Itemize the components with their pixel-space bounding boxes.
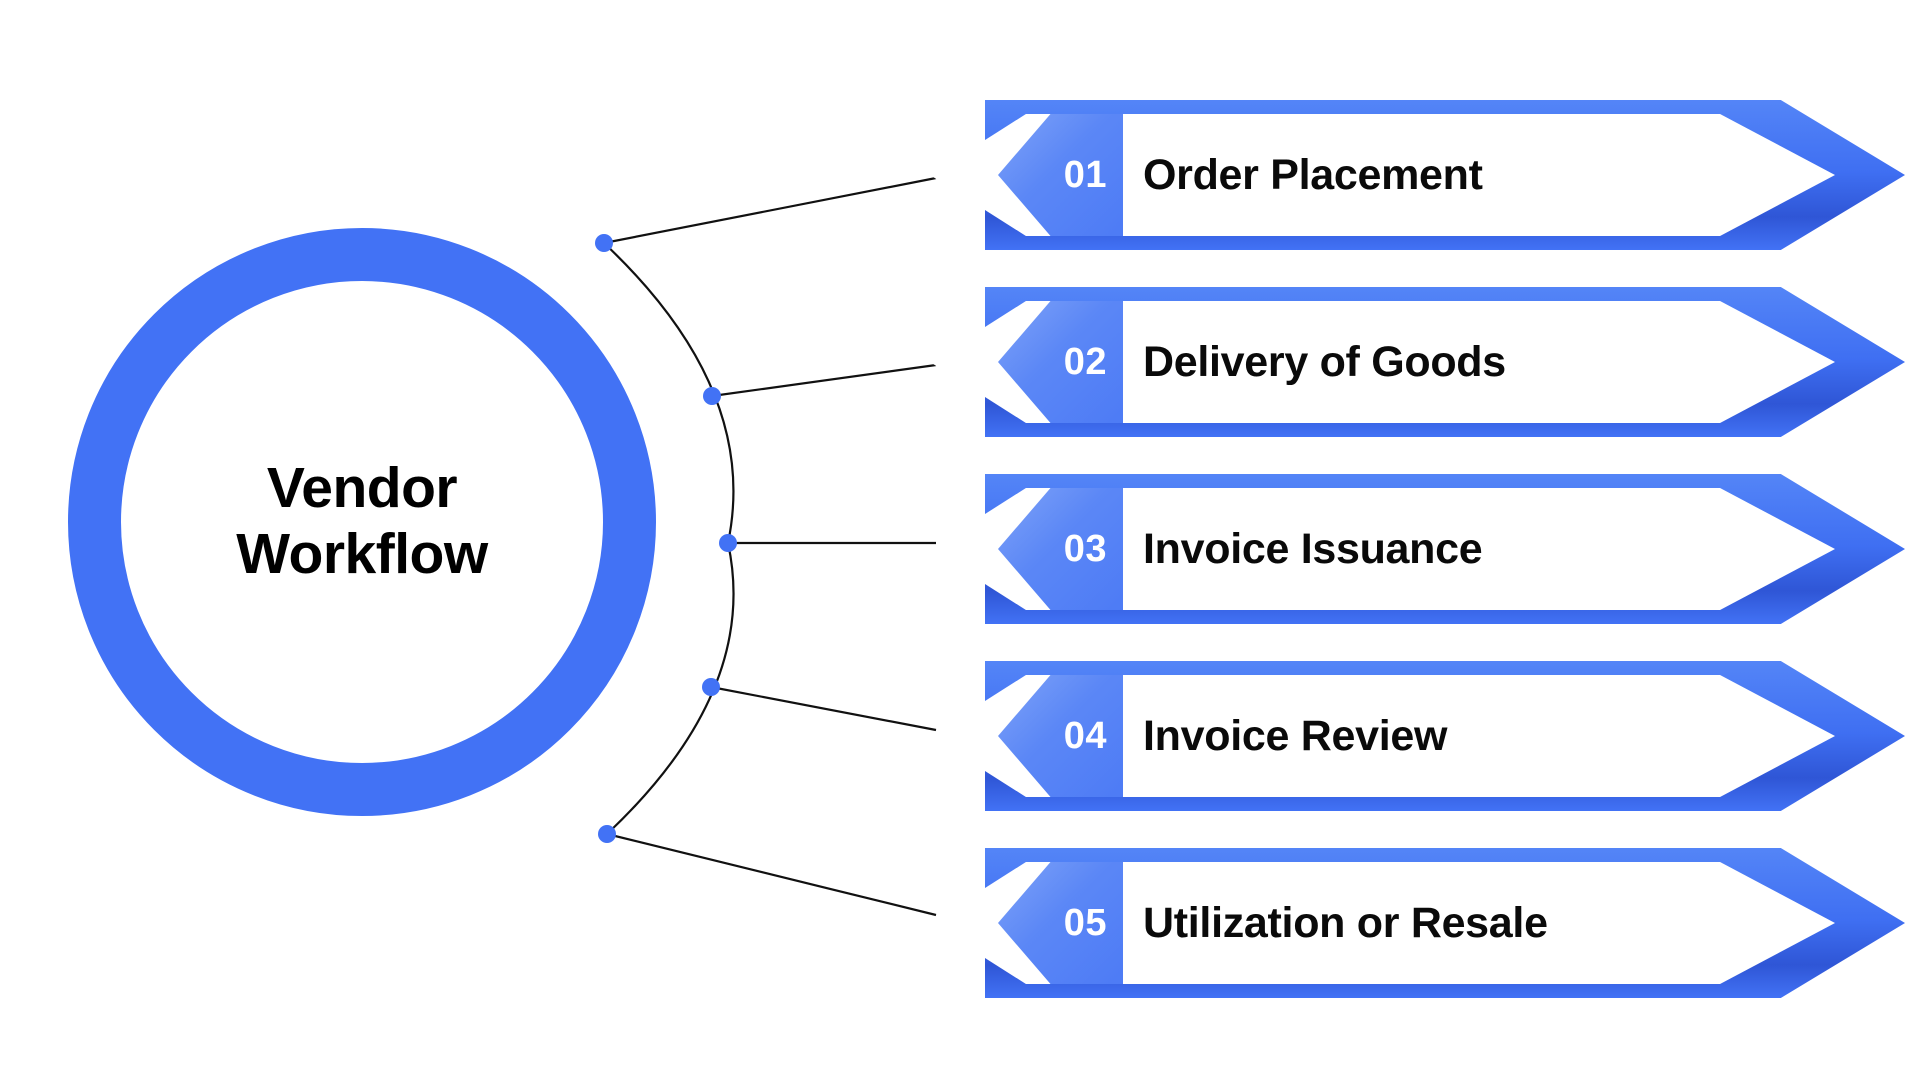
step-item[interactable]: 01 Order Placement	[930, 80, 1905, 266]
step-title: Order Placement	[1143, 150, 1483, 199]
step-item[interactable]: 04 Invoice Review	[930, 641, 1905, 827]
step-inner: 02 Delivery of Goods	[930, 267, 1905, 453]
step-title: Invoice Issuance	[1143, 524, 1483, 573]
step-inner: 05 Utilization or Resale	[930, 828, 1905, 1014]
step-title: Delivery of Goods	[1143, 337, 1506, 386]
step-number: 03	[1063, 528, 1107, 570]
step-number: 05	[1063, 902, 1107, 944]
step-title: Invoice Review	[1143, 711, 1448, 760]
hub-label: Vendor Workflow	[236, 455, 488, 586]
step-title: Utilization or Resale	[1143, 898, 1548, 947]
step-item[interactable]: 03 Invoice Issuance	[930, 454, 1905, 640]
step-number: 02	[1063, 341, 1107, 383]
step-inner: 04 Invoice Review	[930, 641, 1905, 827]
step-inner: 03 Invoice Issuance	[930, 454, 1905, 640]
step-number: 04	[1063, 715, 1107, 757]
step-item[interactable]: 05 Utilization or Resale	[930, 828, 1905, 1014]
step-inner: 01 Order Placement	[930, 80, 1905, 266]
step-number: 01	[1063, 154, 1107, 196]
step-item[interactable]: 02 Delivery of Goods	[930, 267, 1905, 453]
